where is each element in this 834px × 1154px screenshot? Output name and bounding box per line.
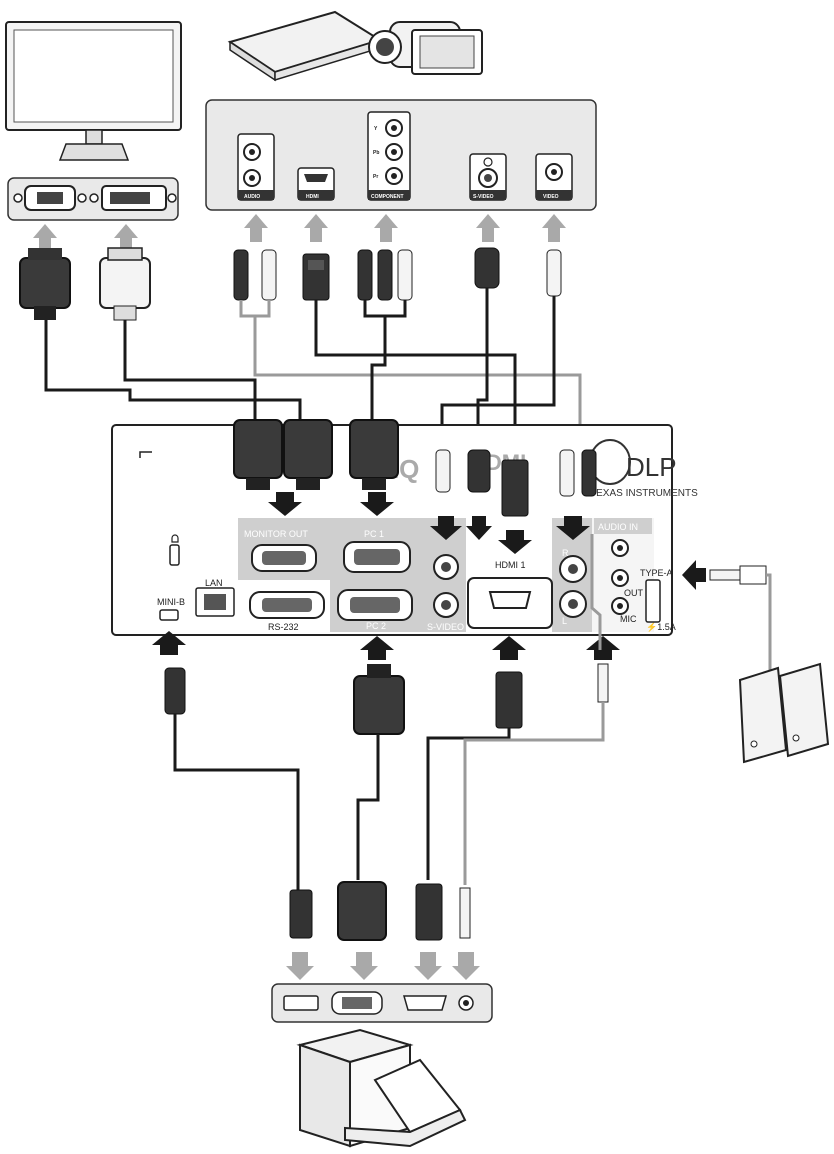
hdmi-plug-av xyxy=(302,253,330,301)
hdmi1-port[interactable] xyxy=(467,577,553,629)
arrow-down-video-in xyxy=(430,516,462,540)
audio-out-jack[interactable] xyxy=(611,569,629,587)
vga-plug-pc1 xyxy=(349,419,399,490)
pc1-port[interactable] xyxy=(343,541,411,573)
vga-plug-pc2 xyxy=(353,664,405,880)
label-svideo-in: S-VIDEO xyxy=(427,622,464,632)
arrow-down-vga-pc xyxy=(350,952,378,980)
dvi-cable-monitor xyxy=(99,247,257,420)
vga-cable-monitor xyxy=(19,248,302,420)
svideo-in-port[interactable] xyxy=(433,592,459,618)
arrow-down-pc1 xyxy=(360,492,394,516)
label-component-port: COMPONENT xyxy=(371,194,404,200)
label-left: L xyxy=(562,616,567,626)
label-monitor-out: MONITOR OUT xyxy=(244,529,308,539)
rca-plugs-audio-in xyxy=(559,449,597,497)
arrow-down-hdmi1 xyxy=(498,530,532,554)
computer-icon xyxy=(296,1028,467,1148)
mic-jack[interactable] xyxy=(611,597,629,615)
camcorder-icon xyxy=(368,21,483,75)
arrow-up-mini-usb xyxy=(152,631,186,655)
label-component-pb: Pb xyxy=(373,150,379,156)
dlp-logo-text: DLP xyxy=(626,452,677,482)
svideo-plug-av xyxy=(474,247,500,289)
label-audio-out: OUT xyxy=(624,588,644,598)
audio-rca-plugs xyxy=(233,249,277,318)
rs232-port[interactable] xyxy=(249,591,325,619)
usb-mini-plug xyxy=(164,667,300,890)
arrow-up-video xyxy=(542,214,566,242)
arrow-up-hdmi-av xyxy=(304,214,328,242)
usb-a-plug-pc xyxy=(289,889,313,939)
component-cable xyxy=(370,316,387,420)
label-lan: LAN xyxy=(205,578,223,588)
label-video-port: VIDEO xyxy=(543,194,559,200)
audio-in-jack[interactable] xyxy=(611,539,629,557)
audio-r-port[interactable] xyxy=(559,555,587,583)
dvd-player-icon xyxy=(227,10,383,82)
label-component-pr: Pr xyxy=(373,174,378,180)
label-usb-power: ⚡1.5A xyxy=(646,621,676,633)
mini-usb-port[interactable] xyxy=(159,609,179,621)
label-component-y: Y xyxy=(374,126,378,132)
vga-plug-monitor-out-1 xyxy=(233,419,283,490)
arrow-up-audio xyxy=(244,214,268,242)
label-rs232: RS-232 xyxy=(268,622,299,632)
arrow-down-svideo-in xyxy=(466,516,492,540)
arrow-down-usb-pc xyxy=(286,952,314,980)
monitor-icon xyxy=(5,21,182,161)
label-right: R xyxy=(562,548,569,558)
label-pc1: PC 1 xyxy=(364,529,384,539)
arrow-up-hdmi-bottom xyxy=(492,636,526,660)
arrow-down-hdmi-pc xyxy=(414,952,442,980)
audio-plug-pc xyxy=(459,887,471,939)
label-hdmi1: HDMI 1 xyxy=(495,560,526,570)
audio-l-port[interactable] xyxy=(559,590,587,618)
hdmi-plug-in-top xyxy=(501,459,529,517)
video-in-port[interactable] xyxy=(433,554,459,580)
audio-internal-line xyxy=(590,534,602,650)
hdmi-plug-pc xyxy=(415,883,443,941)
hdmi-plug-bottom xyxy=(426,671,523,880)
speakers-icon xyxy=(738,662,830,764)
pc2-port[interactable] xyxy=(337,589,413,621)
lan-port[interactable] xyxy=(195,587,235,617)
monitor-out-port[interactable] xyxy=(251,544,317,572)
label-hdmi-port: HDMI xyxy=(306,194,319,200)
usb-type-a-port[interactable] xyxy=(645,579,661,623)
arrow-up-pc2 xyxy=(360,636,394,660)
vga-plug-pc xyxy=(337,881,387,941)
arrow-down-audio-pc xyxy=(452,952,480,980)
label-pc2: PC 2 xyxy=(366,621,386,631)
audio-out-plug xyxy=(709,565,772,680)
vga-plug-monitor-out-2 xyxy=(283,419,333,490)
arrow-up-vga-monitor xyxy=(33,224,57,252)
label-audio-port: AUDIO xyxy=(244,194,260,200)
label-svideo-port: S-VIDEO xyxy=(473,194,494,200)
label-type-a: TYPE-A xyxy=(640,568,673,578)
ti-logo: TEXAS INSTRUMENTS xyxy=(590,488,698,499)
arrow-up-mic xyxy=(586,636,620,660)
rca-plug-video-in xyxy=(435,449,451,493)
component-rca-plugs xyxy=(357,249,413,318)
arrow-up-component xyxy=(374,214,398,242)
video-rca-plug xyxy=(546,249,562,297)
label-mic: MIC xyxy=(620,614,637,624)
hdmi-cable-av xyxy=(314,300,517,460)
arrow-down-audio-in xyxy=(556,516,590,540)
arrow-up-svideo xyxy=(476,214,500,242)
av-ports-panel: AUDIO HDMI Y Pb Pr COMPONENT S-VIDEO VID… xyxy=(205,99,597,211)
mic-plug xyxy=(463,663,609,885)
arrow-left-audio-out xyxy=(682,560,706,590)
arrow-up-dvi-monitor xyxy=(114,224,138,252)
pc-ports-panel xyxy=(271,983,493,1023)
monitor-ports-panel xyxy=(7,177,179,221)
label-mini-b: MINI-B xyxy=(157,597,185,607)
arrow-down-monitor-out xyxy=(268,492,302,516)
lock-icon xyxy=(169,534,180,566)
label-audio-in: AUDIO IN xyxy=(598,522,638,532)
svideo-plug-in xyxy=(467,449,491,493)
